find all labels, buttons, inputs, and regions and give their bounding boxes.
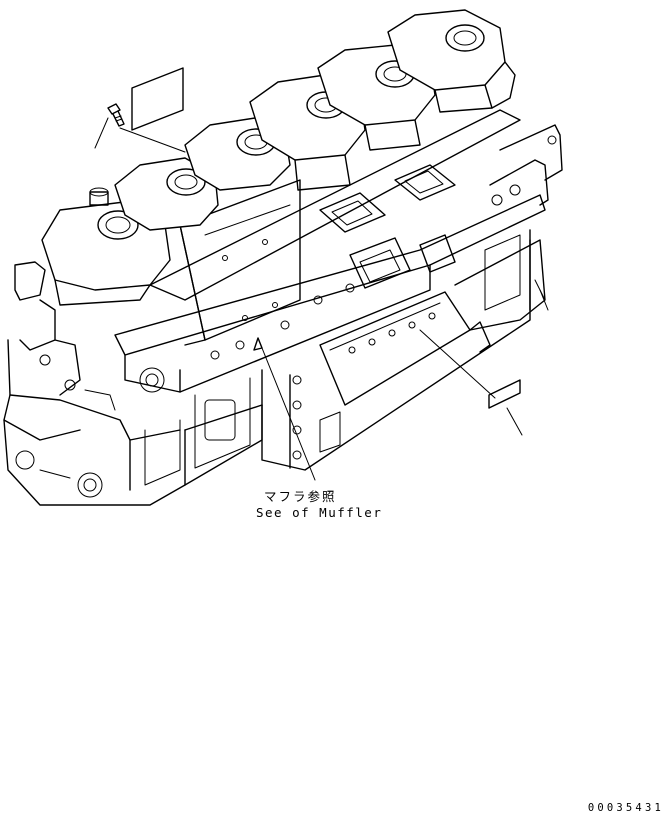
label-plate-icon	[131, 67, 184, 131]
callout-muffler-english: See of Muffler	[256, 505, 383, 520]
bolt-icon	[107, 103, 125, 127]
leader-line-icon	[94, 117, 523, 481]
callout-muffler-japanese: マフラ参照	[264, 489, 337, 504]
engine-drawing-icon	[3, 9, 563, 506]
drawing-number: 00035431	[587, 802, 664, 814]
label-plate-icon	[488, 379, 521, 409]
